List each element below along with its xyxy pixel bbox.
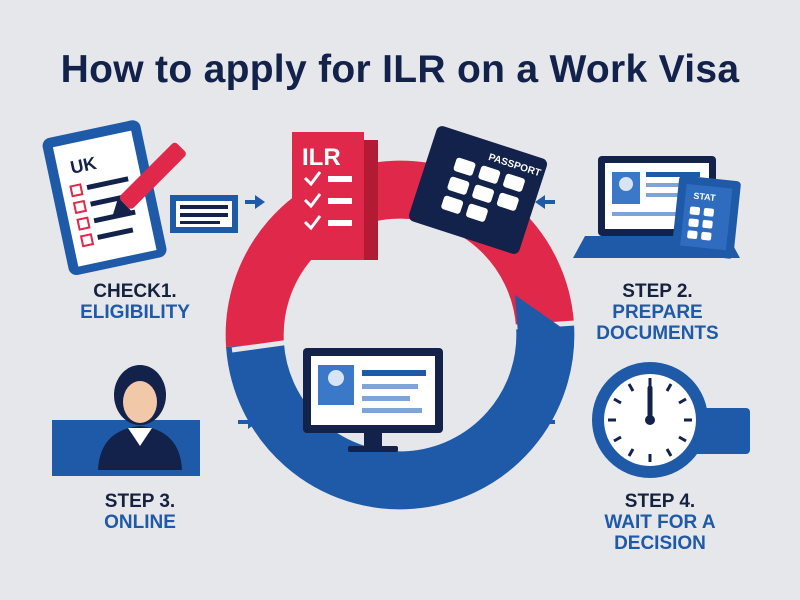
center-monitor-icon <box>303 348 443 452</box>
laptop-document-icon: STAT <box>573 156 741 259</box>
step-1-title: CHECK1. <box>93 281 177 302</box>
cycle-ring <box>225 160 576 510</box>
step-4-subtitle: WAIT FOR A <box>604 511 716 533</box>
passport-icon: PASSPORT <box>408 126 548 254</box>
arrow-left-icon-bottom <box>535 415 555 429</box>
ilr-card-label: ILR <box>302 144 341 171</box>
step-2-label: STEP 2. PREPARE DOCUMENTS <box>555 281 760 345</box>
connector-arrows <box>238 195 555 429</box>
arrow-right-icon-top <box>245 195 265 209</box>
person-icon <box>52 365 200 476</box>
step-2-title: STEP 2. <box>622 281 693 302</box>
step-4-subtitle-2: DECISION <box>614 532 706 554</box>
step-4-label: STEP 4. WAIT FOR A DECISION <box>580 491 740 555</box>
clock-icon <box>592 362 750 478</box>
stat-doc-label: STAT <box>693 191 717 203</box>
page-title: How to apply for ILR on a Work Visa <box>60 48 740 91</box>
step-4-title: STEP 4. <box>624 491 696 512</box>
clipboard-pen-icon: UK <box>42 120 238 276</box>
step-1-label: CHECK1. ELIGIBILITY <box>60 281 210 324</box>
step-3-subtitle: ONLINE <box>104 511 176 533</box>
step-2-subtitle: PREPARE DOCUMENTS <box>596 301 719 344</box>
ilr-card-icon <box>292 132 378 260</box>
arrow-right-icon-bottom <box>238 415 258 429</box>
step-3-title: STEP 3. <box>104 491 176 512</box>
arrow-left-icon-top <box>535 195 555 209</box>
step-1-subtitle: ELIGIBILITY <box>80 301 190 323</box>
step-3-label: STEP 3. ONLINE <box>70 491 210 534</box>
